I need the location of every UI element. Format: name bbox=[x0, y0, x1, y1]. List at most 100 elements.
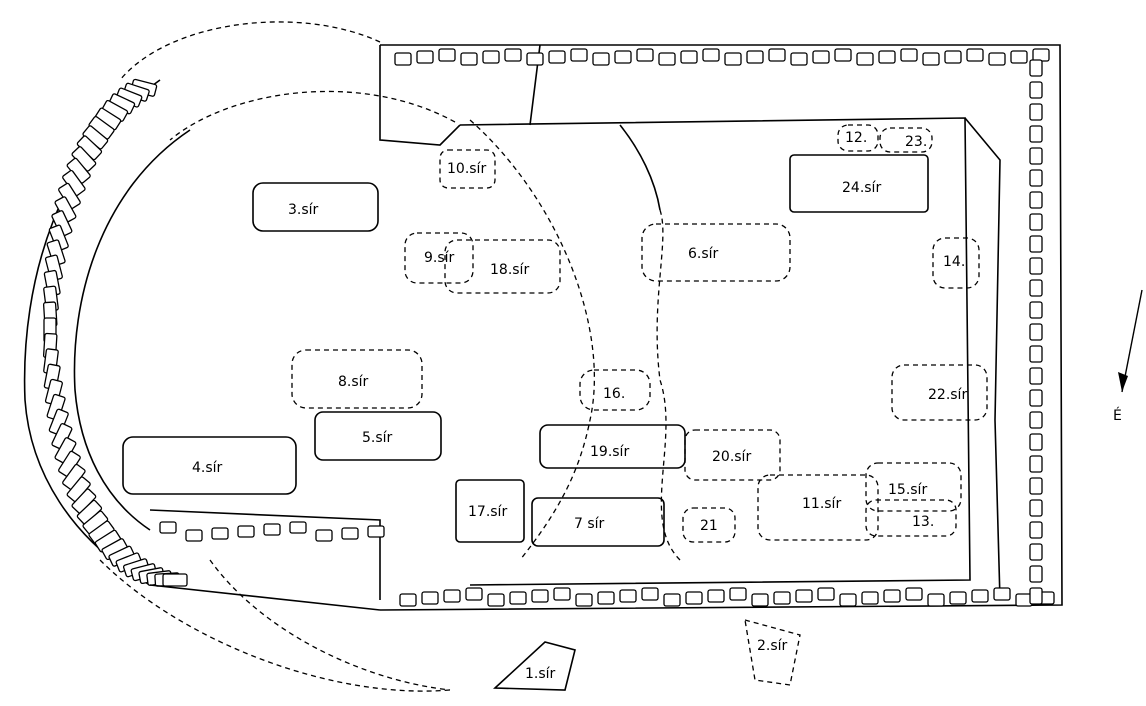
wall-stone bbox=[553, 587, 571, 601]
wall-stone bbox=[680, 50, 698, 64]
grave-12-label: 12. bbox=[845, 130, 867, 146]
wall-stone bbox=[1029, 169, 1043, 187]
wall-stone bbox=[237, 525, 255, 538]
grave-14-outline bbox=[932, 237, 980, 289]
wall-stone bbox=[1029, 389, 1043, 407]
wall-stone bbox=[1029, 235, 1043, 253]
wall-stone bbox=[922, 52, 940, 66]
wall-stone bbox=[729, 587, 747, 601]
wall-stone bbox=[1029, 455, 1043, 473]
wall-stone bbox=[289, 521, 307, 534]
wall-stone bbox=[48, 224, 69, 252]
wall-stone bbox=[1029, 433, 1043, 451]
wall-stone bbox=[1029, 257, 1043, 275]
wall-stone bbox=[619, 589, 637, 603]
wall-stone bbox=[1029, 147, 1043, 165]
wall-stone bbox=[641, 587, 659, 601]
wall-stone bbox=[1029, 81, 1043, 99]
north-arrow-head bbox=[1118, 372, 1128, 392]
grave-5-outline bbox=[314, 411, 442, 461]
wall-stone bbox=[812, 50, 830, 64]
grave-16-outline bbox=[579, 369, 651, 411]
wall-stone bbox=[1029, 279, 1043, 297]
wall-stone bbox=[900, 48, 918, 62]
wall-stone bbox=[399, 593, 417, 607]
grave-9-label: 9.sír bbox=[424, 250, 455, 266]
wall-stone bbox=[614, 50, 632, 64]
wall-stone bbox=[839, 593, 857, 607]
grave-13-label: 13. bbox=[912, 514, 934, 530]
wall-stone bbox=[746, 50, 764, 64]
grave-3-outline bbox=[252, 182, 379, 232]
wall-stone bbox=[707, 589, 725, 603]
wall-stone bbox=[773, 591, 791, 605]
wall-stone bbox=[966, 48, 984, 62]
wall-stone bbox=[443, 589, 461, 603]
wall-stone bbox=[944, 50, 962, 64]
wall-stone bbox=[861, 591, 879, 605]
wall-stone bbox=[367, 525, 385, 538]
grave-6-outline bbox=[641, 223, 791, 282]
wall-stone bbox=[751, 593, 769, 607]
grave-7-outline bbox=[531, 497, 665, 547]
grave-1-outline bbox=[493, 641, 576, 691]
wall-stone bbox=[795, 589, 813, 603]
grave-11-label: 11.sír bbox=[802, 496, 841, 512]
wall-stone bbox=[504, 48, 522, 62]
grave-24-outline bbox=[789, 154, 929, 213]
wall-stone bbox=[570, 48, 588, 62]
wall-stone bbox=[159, 521, 177, 534]
grave-labels: 1.sír 2.sír 3.sír 4.sír 5.sír 6.sír 7 sí… bbox=[192, 130, 967, 682]
grave-21-outline bbox=[682, 507, 736, 543]
grave-10-label: 10.sír bbox=[447, 161, 486, 177]
wall-stone bbox=[663, 593, 681, 607]
wall-stone bbox=[1029, 477, 1043, 495]
wall-stone bbox=[1029, 191, 1043, 209]
wall-stone bbox=[1029, 587, 1043, 605]
wall-stone bbox=[460, 52, 478, 66]
wall-stone bbox=[438, 48, 456, 62]
grave-5-label: 5.sír bbox=[362, 430, 393, 446]
grave-21-label: 21 bbox=[700, 518, 718, 534]
wall-stone bbox=[1029, 367, 1043, 385]
grave-20-outline bbox=[684, 429, 781, 481]
wall-stone bbox=[1029, 565, 1043, 583]
grave-23-outline bbox=[879, 127, 933, 153]
wall-stone bbox=[1032, 48, 1050, 62]
wall-stone bbox=[487, 593, 505, 607]
wall-stone bbox=[856, 52, 874, 66]
wall-stone bbox=[592, 52, 610, 66]
grave-17-label: 17.sír bbox=[468, 504, 507, 520]
grave-3-label: 3.sír bbox=[288, 202, 319, 218]
grave-2-outline bbox=[744, 619, 801, 686]
wall-stone bbox=[1029, 103, 1043, 121]
wall-stone bbox=[575, 593, 593, 607]
grave-15-outline bbox=[865, 462, 962, 512]
grave-19-outline bbox=[539, 424, 686, 469]
grave-14-label: 14. bbox=[943, 254, 965, 270]
grave-20-label: 20.sír bbox=[712, 449, 751, 465]
wall-stone bbox=[834, 48, 852, 62]
wall-stone bbox=[1029, 543, 1043, 561]
wall-stone bbox=[162, 573, 188, 587]
grave-12-outline bbox=[837, 124, 879, 152]
wall-stone bbox=[509, 591, 527, 605]
wall-stone bbox=[1029, 125, 1043, 143]
wall-stone bbox=[341, 527, 359, 540]
wall-stone bbox=[211, 527, 229, 540]
wall-stone bbox=[927, 593, 945, 607]
grave-24-label: 24.sír bbox=[842, 180, 881, 196]
grave-10-outline bbox=[439, 149, 496, 189]
grave-8-outline bbox=[291, 349, 423, 409]
grave-6-label: 6.sír bbox=[688, 246, 719, 262]
grave-4-outline bbox=[122, 436, 297, 495]
wall-stone bbox=[1029, 411, 1043, 429]
wall-stone bbox=[1029, 521, 1043, 539]
wall-stone bbox=[971, 589, 989, 603]
grave-19-label: 19.sír bbox=[590, 444, 629, 460]
grave-22-outline bbox=[891, 364, 988, 421]
grave-9-outline bbox=[404, 232, 474, 284]
wall-stone bbox=[46, 393, 66, 421]
grave-4-label: 4.sír bbox=[192, 460, 223, 476]
wall-stone bbox=[1029, 59, 1043, 77]
